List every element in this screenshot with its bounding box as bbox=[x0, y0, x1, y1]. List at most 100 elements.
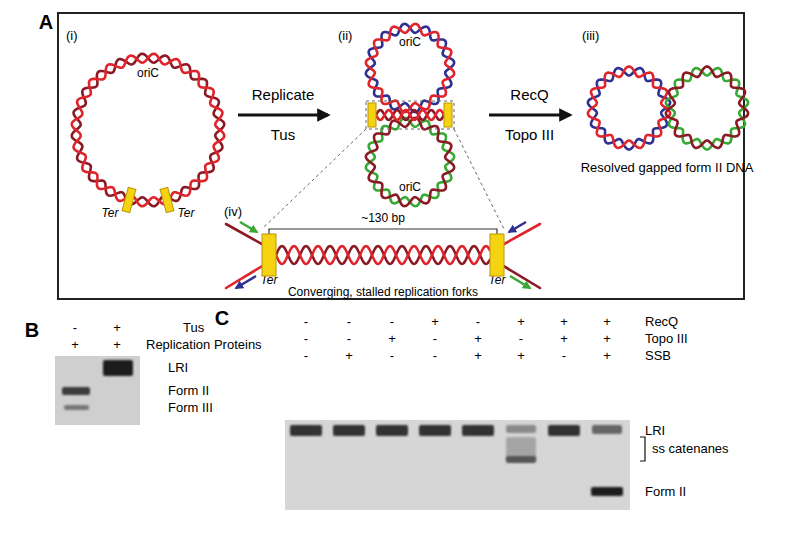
fork-strand bbox=[226, 224, 269, 248]
lane-sign: + bbox=[71, 338, 79, 352]
gel-band bbox=[506, 456, 536, 463]
gel-band bbox=[591, 487, 623, 496]
process-arrow bbox=[489, 114, 570, 117]
plasmid-strand bbox=[666, 67, 748, 148]
gel-bracket bbox=[640, 437, 645, 461]
gel-label: Topo III bbox=[645, 332, 688, 346]
ter-box bbox=[444, 103, 452, 127]
gel-label: RecQ bbox=[645, 315, 678, 329]
replication-stage: (i)oriCTerTer bbox=[62, 26, 236, 222]
gel-band bbox=[62, 387, 90, 395]
fork-direction-arrow bbox=[236, 276, 256, 288]
lane-sign: + bbox=[113, 338, 121, 352]
helix-strand bbox=[376, 110, 444, 120]
lane-sign: - bbox=[562, 349, 566, 363]
ter-box bbox=[368, 103, 376, 127]
node-text: Ter bbox=[489, 274, 506, 287]
lane-sign: - bbox=[304, 332, 308, 346]
lane-sign: + bbox=[113, 321, 121, 335]
fork-direction-arrow bbox=[510, 276, 530, 288]
node-text: oriC bbox=[399, 36, 421, 49]
lane-sign: - bbox=[390, 349, 394, 363]
lane-sign: - bbox=[304, 315, 308, 329]
ter-box bbox=[122, 187, 136, 212]
plasmid-strand bbox=[666, 68, 748, 149]
node-text: Ter bbox=[102, 207, 119, 220]
node-text: (iv) bbox=[224, 205, 242, 219]
helix-strand bbox=[276, 246, 490, 264]
gel-label: Form II bbox=[168, 384, 209, 398]
plasmid-strand bbox=[366, 24, 454, 112]
gel-label: Form II bbox=[645, 485, 686, 499]
gel-label: Tus bbox=[183, 321, 204, 335]
node-text: (iii) bbox=[582, 29, 599, 43]
lane-sign: + bbox=[388, 332, 396, 346]
lane-sign: - bbox=[519, 332, 523, 346]
ter-site bbox=[122, 187, 136, 212]
gel-label: LRI bbox=[645, 424, 665, 438]
length-bracket bbox=[269, 229, 497, 234]
lane-sign: - bbox=[476, 315, 480, 329]
fork-strand bbox=[497, 262, 540, 288]
replication-stage: (ii)oriCoriC bbox=[330, 26, 487, 202]
lane-sign: + bbox=[560, 332, 568, 346]
panel-letter: C bbox=[215, 307, 229, 329]
panel-letter: A bbox=[39, 11, 53, 33]
lane-sign: - bbox=[347, 332, 351, 346]
helix-strand bbox=[376, 110, 444, 120]
lane-sign: + bbox=[431, 315, 439, 329]
lane-sign: + bbox=[517, 315, 525, 329]
arrow-label: Replicate Tus bbox=[247, 75, 319, 155]
gel-label: Form III bbox=[168, 401, 213, 415]
lane-sign: - bbox=[390, 315, 394, 329]
lane-sign: + bbox=[345, 349, 353, 363]
ter-box bbox=[262, 234, 276, 276]
node-text: Ter bbox=[261, 274, 278, 287]
lane-sign: + bbox=[474, 349, 482, 363]
zoom-line bbox=[262, 129, 504, 229]
lane-sign: - bbox=[433, 349, 437, 363]
ter-site bbox=[444, 103, 452, 127]
process-arrow bbox=[238, 114, 328, 117]
panel-frame: A(i)oriCTerTer(ii)oriCoriC(iii)Resolved … bbox=[57, 12, 745, 300]
lane-sign: + bbox=[474, 332, 482, 346]
fork-strand bbox=[226, 262, 269, 288]
lane-sign: - bbox=[73, 321, 77, 335]
node-text: Converging, stalled replication forks bbox=[288, 286, 478, 299]
ter-box bbox=[160, 187, 174, 212]
arrow-label: RecQ Topo III bbox=[494, 75, 566, 155]
gel-band bbox=[419, 425, 451, 436]
fork-strand bbox=[497, 224, 540, 248]
panel-letter: B bbox=[25, 319, 39, 341]
node-text: ~130 bp bbox=[361, 212, 405, 225]
replication-stage: (iii)Resolved gapped form II DNA bbox=[572, 26, 742, 186]
ter-site bbox=[368, 103, 376, 127]
lane-sign: - bbox=[433, 332, 437, 346]
lane-sign: + bbox=[603, 332, 611, 346]
zoom-box bbox=[366, 101, 454, 129]
node-text: (ii) bbox=[338, 29, 352, 43]
lane-sign: + bbox=[517, 349, 525, 363]
lane-sign: + bbox=[560, 315, 568, 329]
fork-detail: (iv) ~130 bp Ter TerConverging, stalled rep… bbox=[220, 205, 545, 298]
lane-sign: - bbox=[304, 349, 308, 363]
node-text: Resolved gapped form II DNA bbox=[581, 161, 754, 175]
gel-label: LRI bbox=[168, 361, 188, 375]
lane-sign: + bbox=[603, 315, 611, 329]
gel-label: SSB bbox=[645, 349, 671, 363]
gel-band bbox=[64, 405, 89, 410]
gel-label: ss catenanes bbox=[652, 442, 729, 456]
node-text: oriC bbox=[137, 67, 159, 80]
node-text: (i) bbox=[66, 29, 78, 43]
fork-direction-arrow bbox=[509, 222, 526, 232]
gel-band bbox=[103, 360, 133, 376]
gel-band bbox=[290, 425, 322, 436]
lane-sign: + bbox=[603, 349, 611, 363]
fork-direction-arrow bbox=[240, 222, 257, 232]
gel-band bbox=[592, 425, 622, 434]
ter-box bbox=[490, 234, 504, 276]
plasmid-strand bbox=[72, 54, 224, 206]
plasmid-strand bbox=[366, 118, 454, 206]
gel-label: Replication Proteins bbox=[146, 338, 262, 352]
plasmid-strand bbox=[588, 67, 670, 148]
